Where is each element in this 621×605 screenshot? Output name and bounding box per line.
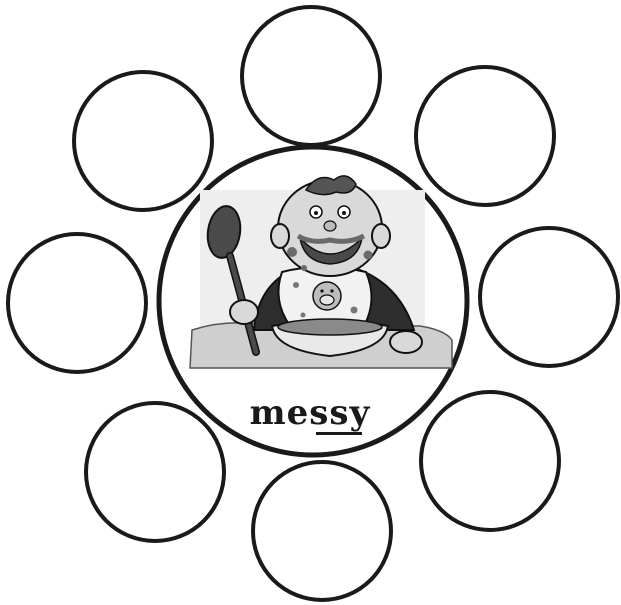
center-word: messy — [210, 389, 410, 437]
blank-circle-top-right[interactable] — [416, 67, 554, 205]
blank-circle-top[interactable] — [242, 7, 380, 145]
blank-circle-top-left[interactable] — [74, 72, 212, 210]
ss-underline — [316, 432, 362, 435]
messy-child-illustration — [190, 176, 452, 368]
blank-circle-bottom-right[interactable] — [421, 392, 559, 530]
blank-circle-right[interactable] — [480, 228, 618, 366]
blank-circle-left[interactable] — [8, 234, 146, 372]
blank-circle-bottom-left[interactable] — [86, 403, 224, 541]
blank-circle-bottom[interactable] — [253, 462, 391, 600]
